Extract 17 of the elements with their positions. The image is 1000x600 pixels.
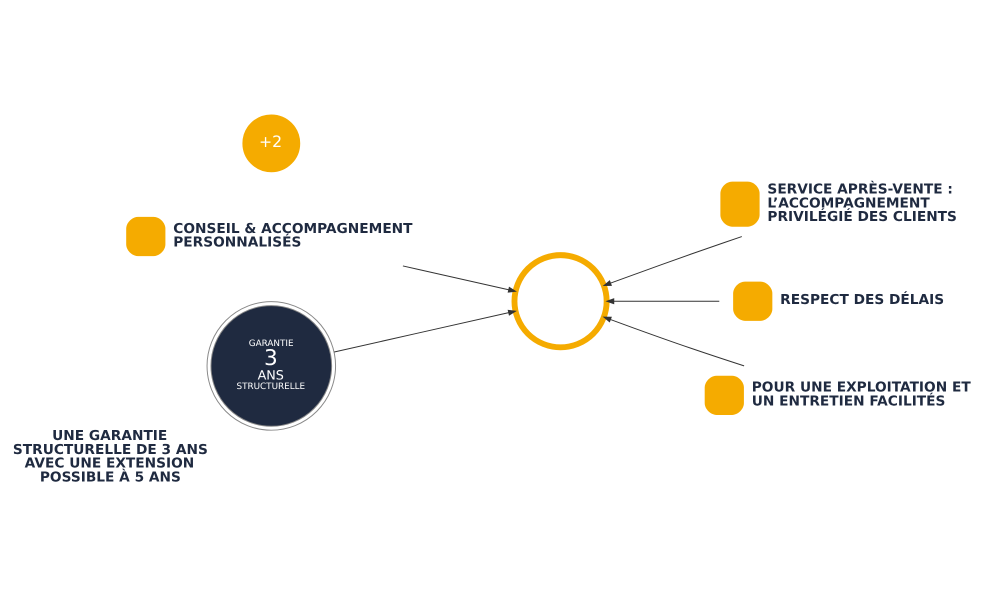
node-label: CONSEIL & ACCOMPAGNEMENT PERSONNALISÉS bbox=[173, 220, 413, 250]
arrow bbox=[605, 298, 720, 304]
node-label: SERVICE APRÈS-VENTE : L’ACCOMPAGNEMENT PRIVILÉGIÉ DES CLIENTS bbox=[767, 182, 957, 226]
node-label: RESPECT DES DÉLAIS bbox=[780, 292, 944, 308]
node-box bbox=[126, 216, 166, 256]
arrow bbox=[334, 310, 517, 352]
node-label: POUR UNE EXPLOITATION ET UN ENTRETIEN FACILITÉS bbox=[752, 380, 971, 410]
node-person bbox=[512, 252, 610, 350]
node-box bbox=[720, 182, 760, 227]
node-circle: GARANTIE 3 ANS STRUCTURELLE bbox=[206, 301, 336, 431]
node-circle: +2 bbox=[242, 114, 300, 172]
node-label: UNE GARANTIE STRUCTURELLE DE 3 ANS AVEC UNE EXTENSION POSSIBLE À 5 ANS bbox=[12, 428, 208, 486]
arrow bbox=[402, 265, 517, 293]
arrow bbox=[602, 316, 745, 366]
arrow bbox=[602, 236, 742, 286]
node-box bbox=[733, 282, 772, 321]
node-box bbox=[704, 376, 744, 415]
